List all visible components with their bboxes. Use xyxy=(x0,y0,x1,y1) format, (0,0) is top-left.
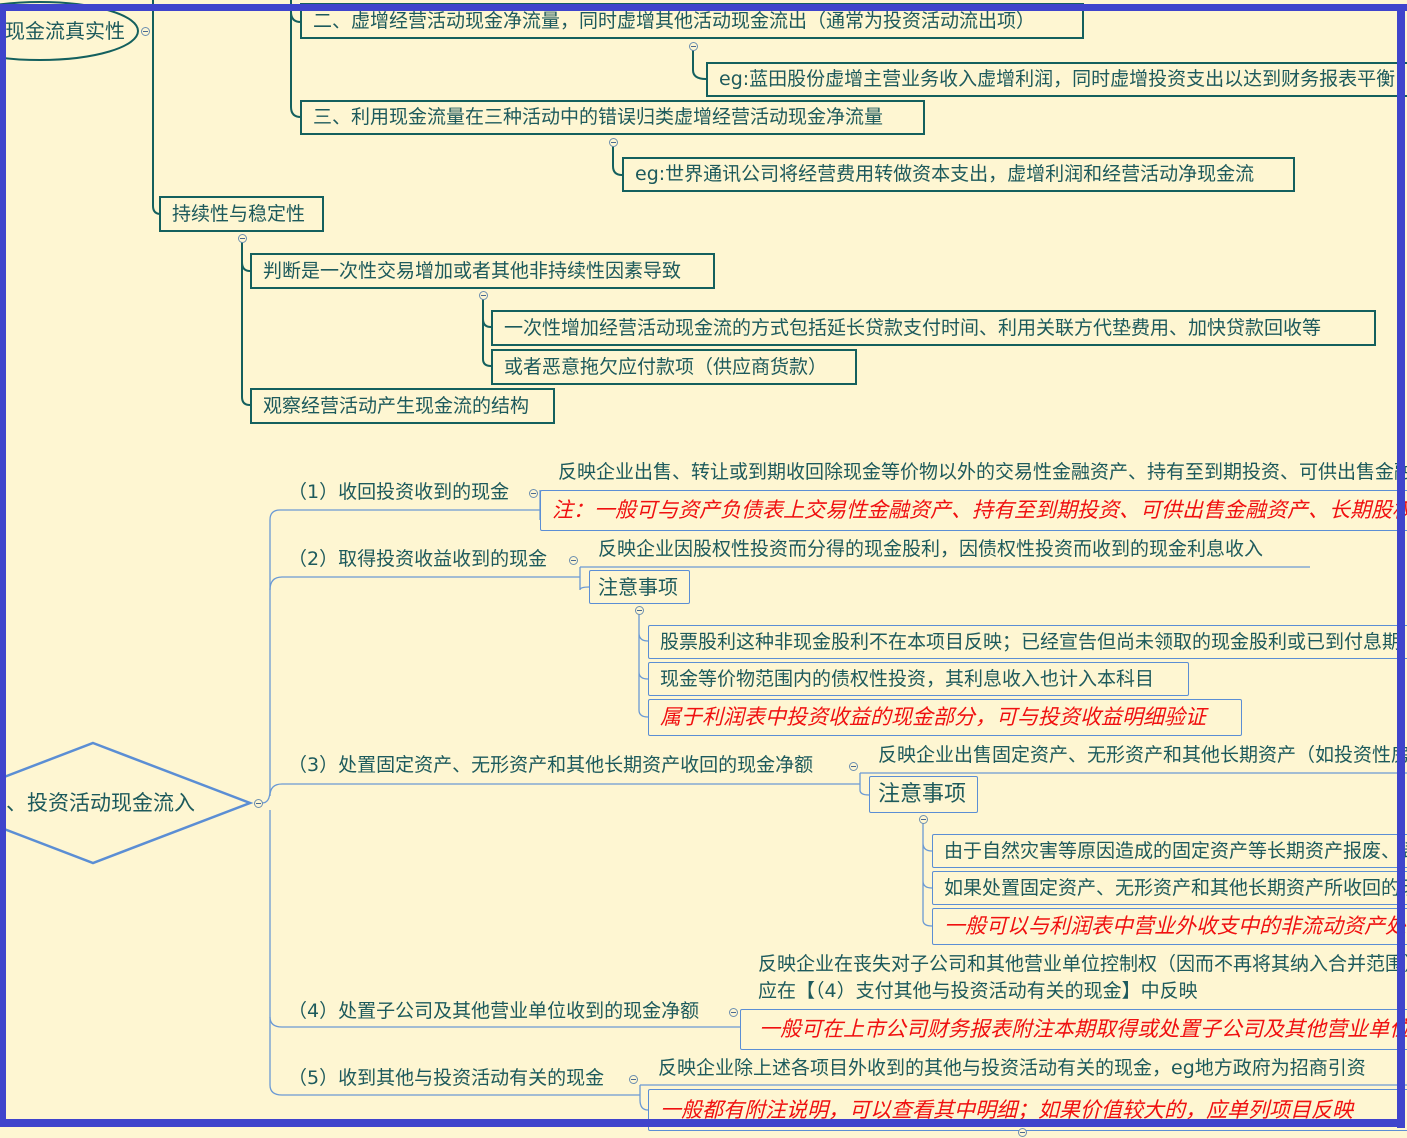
node-observe[interactable]: 观察经营活动产生现金流的结构 xyxy=(250,388,555,424)
branch-2-label[interactable]: （2）取得投资收益收到的现金 xyxy=(288,548,548,570)
frame-left xyxy=(0,4,6,1127)
collapse-icon[interactable] xyxy=(729,1008,738,1017)
branch-1-desc[interactable]: 反映企业出售、转让或到期收回除现金等价物以外的交易性金融资产、持有至到期投资、可… xyxy=(558,461,1407,483)
collapse-icon[interactable] xyxy=(529,489,538,498)
branch-2-notes-heading[interactable]: 注意事项 xyxy=(589,570,690,604)
node-item3-example[interactable]: eg:世界通讯公司将经营费用转做资本支出，虚增利润和经营活动净现金流 xyxy=(622,157,1295,192)
node-judge-detail-1[interactable]: 一次性增加经营活动现金流的方式包括延长贷款支付时间、利用关联方代垫费用、加快贷款… xyxy=(491,310,1376,346)
collapse-icon[interactable] xyxy=(849,762,858,771)
branch-3-note-2[interactable]: 如果处置固定资产、无形资产和其他长期资产所收回的现金 xyxy=(932,871,1407,905)
branch-3-note-3[interactable]: 一般可以与利润表中营业外收支中的非流动资产处置 xyxy=(932,908,1407,945)
collapse-icon[interactable] xyxy=(629,1075,638,1084)
collapse-icon[interactable] xyxy=(1018,1128,1027,1137)
collapse-icon[interactable] xyxy=(569,556,578,565)
branch-3-note-1[interactable]: 由于自然灾害等原因造成的固定资产等长期资产报废、毁损 xyxy=(932,834,1407,868)
branch-5-label[interactable]: （5）收到其他与投资活动有关的现金 xyxy=(288,1067,605,1089)
node-sustainability[interactable]: 持续性与稳定性 xyxy=(159,196,324,232)
collapse-icon[interactable] xyxy=(635,606,644,615)
frame-bottom xyxy=(0,1119,1405,1127)
branch-1-label[interactable]: （1）收回投资收到的现金 xyxy=(288,481,510,503)
collapse-icon[interactable] xyxy=(141,27,150,36)
collapse-icon[interactable] xyxy=(609,138,618,147)
collapse-icon[interactable] xyxy=(254,799,263,808)
root-diamond xyxy=(0,741,254,865)
branch-2-desc[interactable]: 反映企业因股权性投资而分得的现金股利，因债权性投资而收到的现金利息收入 xyxy=(598,538,1264,560)
collapse-icon[interactable] xyxy=(479,291,488,300)
frame-right xyxy=(1397,4,1405,1128)
branch-4-desc-line2[interactable]: 应在【（4）支付其他与投资活动有关的现金】中反映 xyxy=(758,980,1198,1002)
branch-5-desc[interactable]: 反映企业除上述各项目外收到的其他与投资活动有关的现金，eg地方政府为招商引资 xyxy=(658,1057,1366,1079)
node-item3[interactable]: 三、利用现金流量在三种活动中的错误归类虚增经营活动现金净流量 xyxy=(300,100,925,135)
node-judge[interactable]: 判断是一次性交易增加或者其他非持续性因素导致 xyxy=(250,253,715,289)
node-judge-detail-2[interactable]: 或者恶意拖欠应付款项（供应商货款） xyxy=(491,349,857,385)
node-item2-example[interactable]: eg:蓝田股份虚增主营业务收入虚增利润，同时虚增投资支出以达到财务报表平衡 xyxy=(706,62,1407,97)
node-cash-flow-authenticity[interactable]: 现金流真实性 xyxy=(5,19,125,43)
branch-4-label[interactable]: （4）处置子公司及其他营业单位收到的现金净额 xyxy=(288,1000,700,1022)
branch-2-note-2[interactable]: 现金等价物范围内的债权性投资，其利息收入也计入本科目 xyxy=(648,662,1189,696)
node-investing-cash-inflow[interactable]: 、投资活动现金流入 xyxy=(6,791,195,815)
frame-top xyxy=(0,4,1407,11)
branch-4-note[interactable]: 一般可在上市公司财务报表附注本期取得或处置子公司及其他营业单位 xyxy=(740,1009,1407,1050)
branch-2-note-3[interactable]: 属于利润表中投资收益的现金部分，可与投资收益明细验证 xyxy=(648,699,1242,736)
branch-2-note-1[interactable]: 股票股利这种非现金股利不在本项目反映；已经宣告但尚未领取的现金股利或已到付息期 xyxy=(648,625,1407,659)
branch-3-label[interactable]: （3）处置固定资产、无形资产和其他长期资产收回的现金净额 xyxy=(288,754,814,776)
branch-3-notes-heading[interactable]: 注意事项 xyxy=(869,776,978,813)
branch-4-desc-line1[interactable]: 反映企业在丧失对子公司和其他营业单位控制权（因而不再将其纳入合并范围） xyxy=(758,953,1407,975)
collapse-icon[interactable] xyxy=(238,234,247,243)
collapse-icon[interactable] xyxy=(689,42,698,51)
branch-3-desc[interactable]: 反映企业出售固定资产、无形资产和其他长期资产（如投资性房地产） xyxy=(878,744,1407,766)
branch-1-note[interactable]: 注：一般可与资产负债表上交易性金融资产、持有至到期投资、可供出售金融资产、长期股… xyxy=(540,490,1407,531)
root-ellipse xyxy=(0,1,139,61)
collapse-icon[interactable] xyxy=(919,815,928,824)
